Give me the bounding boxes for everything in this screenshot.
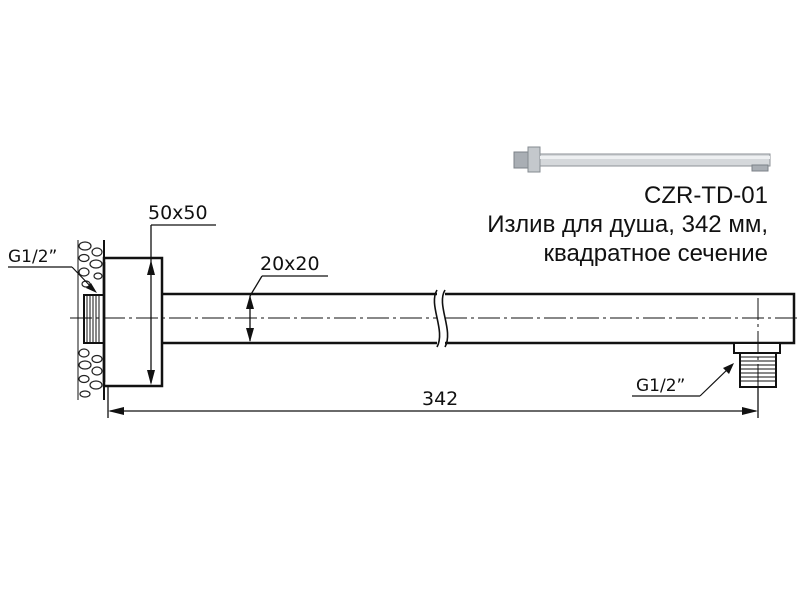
description-line-2: квадратное сечение bbox=[543, 240, 768, 267]
wall-thread-leader bbox=[8, 266, 97, 293]
flange-size-label: 50x50 bbox=[148, 202, 208, 224]
tube-size-label: 20x20 bbox=[260, 253, 320, 275]
outlet-thread-label: G1/2” bbox=[636, 376, 685, 396]
outlet-thread-leader bbox=[632, 363, 734, 397]
tube-dimension bbox=[246, 275, 328, 342]
length-label: 342 bbox=[422, 388, 458, 410]
wall-section bbox=[78, 241, 103, 398]
outlet-thread bbox=[733, 342, 781, 388]
flange-dimension bbox=[147, 224, 216, 385]
product-thumbnail bbox=[513, 146, 771, 173]
description-line-1: Излив для душа, 342 мм, bbox=[487, 211, 768, 238]
wall-thread-label: G1/2” bbox=[8, 247, 57, 267]
center-lines bbox=[70, 298, 800, 405]
wall-thread bbox=[83, 294, 105, 344]
model-code: CZR-TD-01 bbox=[644, 182, 768, 209]
length-dimension bbox=[107, 386, 759, 418]
flange bbox=[102, 256, 164, 388]
